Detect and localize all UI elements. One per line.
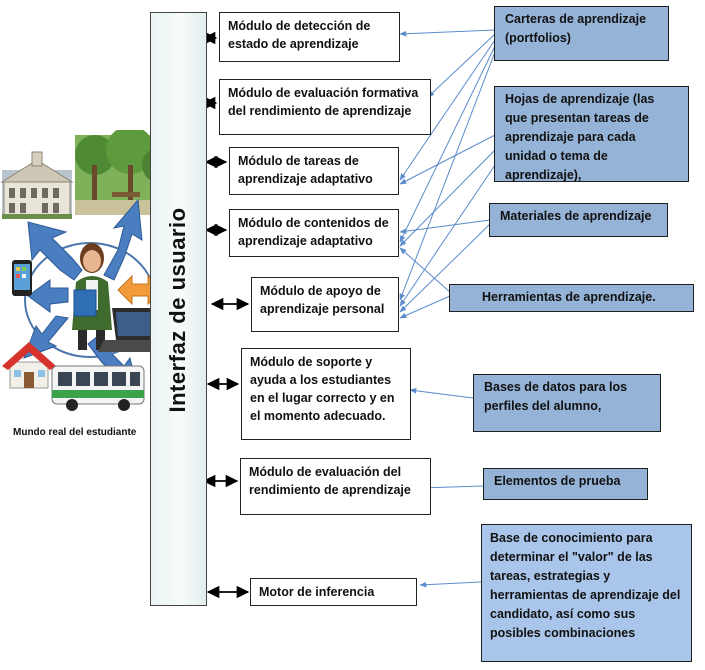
connector-herramientas-m5: [399, 295, 451, 319]
connector-conocimiento-m8: [419, 581, 482, 588]
arrow-to-building: [27, 221, 83, 281]
connector-carteras-m5: [399, 51, 496, 301]
resource-learning-sheets: Hojas de aprendizaje (las que presentan …: [494, 86, 689, 182]
connector-carteras-m3: [399, 39, 496, 181]
bus-image: [51, 365, 145, 411]
user-interface-bar: [150, 12, 207, 606]
house-image: [2, 342, 56, 389]
resource-test-items: Elementos de prueba: [483, 468, 648, 500]
connector-hojas-m4: [399, 149, 496, 247]
module-state-detection: Módulo de detección de estado de aprendi…: [219, 12, 400, 62]
module-personal-support: Módulo de apoyo de aprendizaje personal: [251, 277, 399, 332]
connector-hojas-m5: [399, 164, 496, 307]
connector-materiales-m4: [399, 219, 491, 234]
module-inference-engine: Motor de inferencia: [250, 578, 417, 606]
resource-knowledge-base: Base de conocimiento para determinar el …: [481, 524, 692, 662]
user-interface-label: Interfaz de usuario: [165, 207, 190, 413]
laptop-image: [98, 308, 172, 352]
connector-carteras-m4: [399, 45, 496, 243]
student-world-illustration: [0, 126, 178, 420]
student-figure: [72, 243, 112, 350]
module-formative-evaluation: Módulo de evaluación formativa del rendi…: [219, 79, 431, 135]
connector-carteras-m2: [427, 33, 496, 98]
resource-learning-tools: Herramientas de aprendizaje.: [449, 284, 694, 312]
resource-learning-materials: Materiales de aprendizaje: [489, 203, 668, 237]
module-adaptive-tasks: Módulo de tareas de aprendizaje adaptati…: [229, 147, 399, 195]
module-performance-evaluation: Módulo de evaluación del rendimiento de …: [240, 458, 431, 515]
building-image: [0, 151, 74, 219]
module-adaptive-contents: Módulo de contenidos de aprendizaje adap…: [229, 209, 399, 257]
student-world-caption: Mundo real del estudiante: [13, 427, 137, 438]
connector-hojas-m3: [399, 134, 496, 185]
resource-student-profiles-db: Bases de datos para los perfiles del alu…: [473, 374, 661, 432]
connector-materiales-m5: [399, 223, 491, 313]
resource-portfolios: Carteras de aprendizaje (portfolios): [494, 6, 669, 61]
connector-herramientas-m4: [399, 247, 451, 293]
arrow-to-park: [103, 198, 143, 281]
connector-carteras-m1: [399, 29, 496, 37]
arrow-to-phone: [27, 279, 69, 313]
module-student-help: Módulo de soporte y ayuda a los estudian…: [241, 348, 411, 440]
connector-bases-m6: [409, 388, 474, 399]
phone-image: [12, 260, 32, 296]
